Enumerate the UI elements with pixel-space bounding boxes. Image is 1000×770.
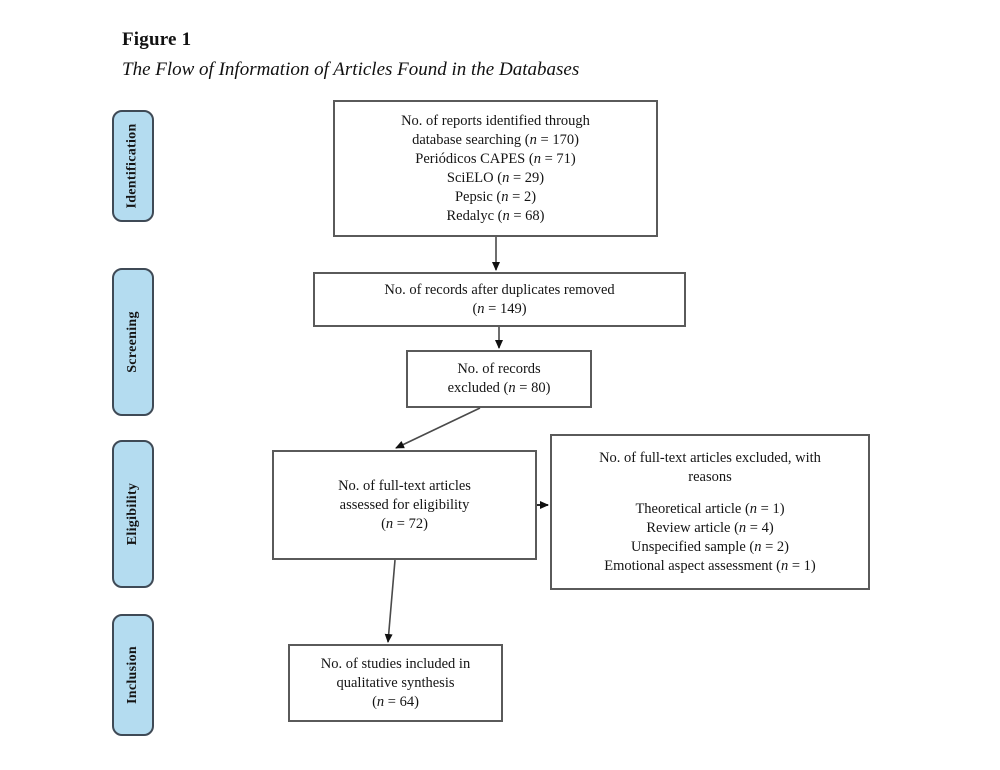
stage-label-inclusion: Inclusion xyxy=(112,614,154,736)
box-records-after-duplicates-line-0: No. of records after duplicates removed xyxy=(384,281,615,298)
box-records-after-duplicates-line-1: (n = 149) xyxy=(472,300,527,317)
box-records-identified-line-1: database searching (n = 170) xyxy=(412,131,579,148)
stage-label-inclusion-text: Inclusion xyxy=(125,646,141,704)
box-fulltext-assessed-line-0: No. of full-text articles xyxy=(338,477,471,494)
stage-label-eligibility: Eligibility xyxy=(112,440,154,588)
stage-label-screening: Screening xyxy=(112,268,154,416)
box-fulltext-excluded-line-5: Unspecified sample (n = 2) xyxy=(631,538,789,555)
box-studies-included-line-1: qualitative synthesis xyxy=(336,674,455,691)
box-fulltext-excluded-line-6: Emotional aspect assessment (n = 1) xyxy=(604,557,816,574)
box-records-identified-line-0: No. of reports identified through xyxy=(401,112,590,129)
box-records-after-duplicates: No. of records after duplicates removed … xyxy=(313,272,686,327)
box-records-excluded: No. of records excluded (n = 80) xyxy=(406,350,592,408)
stage-label-eligibility-text: Eligibility xyxy=(125,482,140,546)
box-fulltext-excluded-line-1: reasons xyxy=(688,468,732,485)
stage-label-identification: Identification xyxy=(112,110,154,222)
stage-label-screening-text: Screening xyxy=(125,311,140,373)
box-studies-included-line-0: No. of studies included in xyxy=(320,655,471,672)
stage-label-identification-text: Identification xyxy=(125,123,140,209)
box-records-excluded-line-0: No. of records xyxy=(457,361,541,377)
figure-number: Figure 1 xyxy=(122,29,192,50)
box-studies-included: No. of studies included in qualitative s… xyxy=(288,644,503,722)
box-fulltext-assessed-line-2: (n = 72) xyxy=(381,515,428,532)
box-fulltext-assessed-line-1: assessed for eligibility xyxy=(339,496,470,513)
box-fulltext-excluded-reasons: No. of full-text articles excluded, with… xyxy=(550,434,870,590)
arrow-excluded-to-fulltext xyxy=(395,407,481,449)
figure-caption: Figure 1 The Flow of Information of Arti… xyxy=(122,28,882,83)
box-fulltext-excluded-line-4: Review article (n = 4) xyxy=(646,519,774,536)
box-fulltext-excluded-line-0: No. of full-text articles excluded, with xyxy=(599,449,821,466)
box-records-identified-line-5: Redalyc (n = 68) xyxy=(446,207,545,224)
box-records-excluded-line-1: excluded (n = 80) xyxy=(447,380,551,396)
box-records-identified-line-2: Periódicos CAPES (n = 71) xyxy=(415,150,576,167)
box-records-identified-line-4: Pepsic (n = 2) xyxy=(454,188,537,205)
box-records-identified-line-3: SciELO (n = 29) xyxy=(446,169,545,186)
box-fulltext-assessed: No. of full-text articles assessed for e… xyxy=(272,450,537,560)
arrow-fulltext-to-included xyxy=(384,559,396,643)
box-records-identified: No. of reports identified through databa… xyxy=(333,100,658,237)
figure-title: The Flow of Information of Articles Foun… xyxy=(122,59,580,80)
box-fulltext-excluded-line-3: Theoretical article (n = 1) xyxy=(635,500,785,517)
box-studies-included-line-2: (n = 64) xyxy=(372,693,419,710)
